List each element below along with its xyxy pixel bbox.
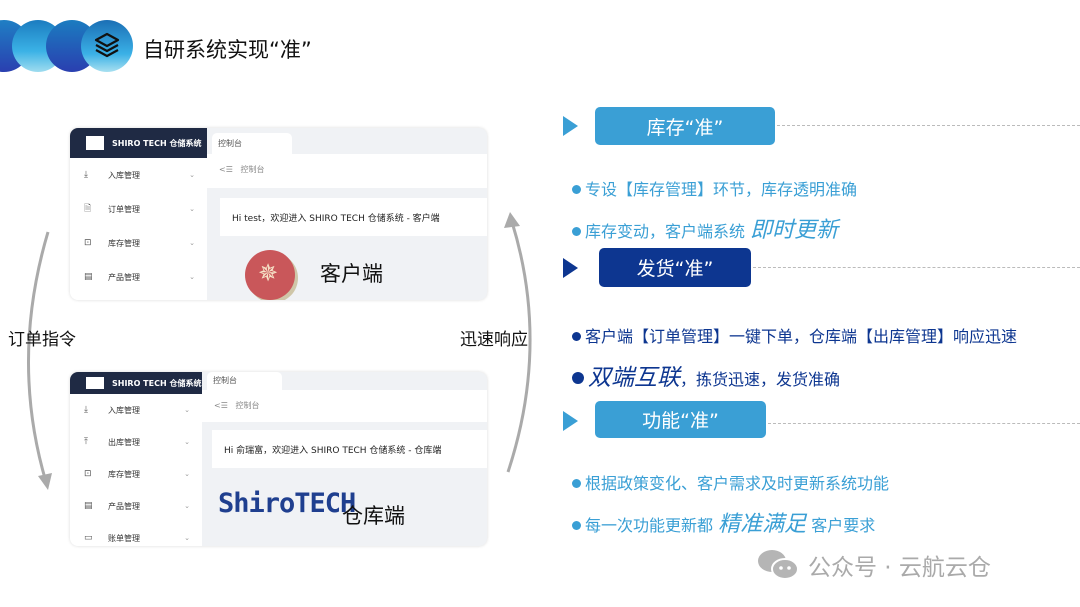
- collapse-menu-icon[interactable]: <☰: [214, 401, 228, 410]
- divider: [777, 125, 1080, 126]
- bullet-item: 根据政策变化、客户需求及时更新系统功能: [572, 470, 889, 494]
- menu-label: 库存管理: [108, 238, 140, 248]
- menu-label: 账单管理: [108, 533, 140, 543]
- menu-label: 产品管理: [108, 501, 140, 511]
- triangle-icon: [563, 258, 578, 278]
- welcome-message: Hi 俞瑞富，欢迎进入 SHIRO TECH 仓储系统 - 仓库端: [212, 430, 487, 468]
- menu-item[interactable]: ⤒ 出库管理 ⌄: [70, 426, 202, 458]
- brand-name: SHIRO TECH 仓储系统: [112, 138, 202, 148]
- box-icon: ⊡: [84, 238, 92, 248]
- breadcrumb: <☰ 控制台: [202, 390, 487, 422]
- wechat-icon: [758, 550, 799, 580]
- chevron-down-icon: ⌄: [189, 239, 195, 247]
- arrowhead-up-icon: [504, 212, 520, 228]
- upload-icon: ⤒: [84, 437, 88, 447]
- client-caption: 客户端: [320, 262, 383, 286]
- flow-label-left: 订单指令: [8, 330, 76, 350]
- tab-dashboard[interactable]: 控制台: [207, 372, 282, 390]
- download-icon: ⤓: [84, 170, 88, 180]
- flow-label-right: 迅速响应: [460, 330, 528, 350]
- document-icon: 🗎: [84, 204, 92, 214]
- menu-label: 出库管理: [108, 437, 140, 447]
- wallet-icon: ▭: [84, 533, 93, 543]
- brand-name: SHIRO TECH 仓储系统: [112, 378, 202, 388]
- flow-arrows: [27, 212, 532, 490]
- brand-logo: [86, 136, 104, 150]
- list-icon: ▤: [84, 272, 93, 282]
- chevron-down-icon: ⌄: [184, 534, 190, 542]
- bullet-item: 库存变动，客户端系统 即时更新: [572, 212, 838, 244]
- menu-label: 产品管理: [108, 272, 140, 282]
- menu-label: 库存管理: [108, 469, 140, 479]
- chevron-down-icon: ⌄: [189, 205, 195, 213]
- menu-label: 入库管理: [108, 405, 140, 415]
- divider: [753, 267, 1080, 268]
- sidebar: SHIRO TECH 仓储系统 ⤓ 入库管理 ⌄ ⤒ 出库管理 ⌄ ⊡ 库存管理 ⌄ ▤ 产品…: [70, 372, 202, 546]
- triangle-icon: [563, 411, 578, 431]
- divider: [768, 423, 1080, 424]
- tab-dashboard[interactable]: 控制台: [212, 133, 292, 154]
- client-logo-icon: ✵: [245, 250, 295, 300]
- bullet-item: 双端互联，拣货迅速，发货准确: [572, 358, 840, 392]
- chevron-down-icon: ⌄: [184, 502, 190, 510]
- breadcrumb-item: 控制台: [235, 401, 260, 410]
- warehouse-caption: 仓库端: [342, 504, 405, 528]
- sidebar: SHIRO TECH 仓储系统 ⤓ 入库管理 ⌄ 🗎 订单管理 ⌄ ⊡ 库存管理 ⌄ ▤ 产品…: [70, 128, 207, 300]
- menu-item[interactable]: ▤ 产品管理 ⌄: [70, 260, 207, 294]
- triangle-icon: [563, 116, 578, 136]
- page-title: 自研系统实现“准”: [143, 38, 312, 62]
- response-arrow: [506, 221, 532, 473]
- shirotech-logo: ShiroTECH: [218, 488, 356, 519]
- chevron-down-icon: ⌄: [184, 470, 190, 478]
- menu-label: 订单管理: [108, 204, 140, 214]
- bullet-item: 客户端【订单管理】一键下单，仓库端【出库管理】响应迅速: [572, 323, 1017, 347]
- section-header-shipping: 发货“准”: [599, 248, 751, 287]
- breadcrumb-item: 控制台: [240, 165, 265, 174]
- welcome-message: Hi test，欢迎进入 SHIRO TECH 仓储系统 - 客户端: [220, 198, 487, 236]
- bullet-item: 专设【库存管理】环节，库存透明准确: [572, 176, 857, 200]
- bullet-item: 每一次功能更新都 精准满足 客户要求: [572, 506, 875, 538]
- layers-icon: [81, 20, 133, 72]
- menu-item[interactable]: ▭ 账单管理 ⌄: [70, 522, 202, 546]
- section-header-features: 功能“准”: [595, 401, 766, 438]
- menu-item[interactable]: ⊡ 库存管理 ⌄: [70, 226, 207, 260]
- chevron-down-icon: ⌄: [184, 438, 190, 446]
- box-icon: ⊡: [84, 469, 92, 479]
- chevron-down-icon: ⌄: [189, 171, 195, 179]
- menu-item[interactable]: 🗎 订单管理 ⌄: [70, 192, 207, 226]
- brand-logo: [86, 377, 104, 389]
- watermark: 公众号 · 云航云仓: [756, 548, 991, 582]
- menu-item[interactable]: ⤓ 入库管理 ⌄: [70, 158, 207, 192]
- order-arrow: [27, 231, 50, 483]
- client-app-screenshot: SHIRO TECH 仓储系统 ⤓ 入库管理 ⌄ 🗎 订单管理 ⌄ ⊡ 库存管理 ⌄ ▤ 产品…: [70, 128, 487, 300]
- warehouse-app-screenshot: SHIRO TECH 仓储系统 ⤓ 入库管理 ⌄ ⤒ 出库管理 ⌄ ⊡ 库存管理 ⌄ ▤ 产品…: [70, 372, 487, 546]
- chevron-down-icon: ⌄: [184, 406, 190, 414]
- menu-item[interactable]: ⤓ 入库管理 ⌄: [70, 394, 202, 426]
- collapse-menu-icon[interactable]: <☰: [219, 165, 233, 174]
- menu-label: 入库管理: [108, 170, 140, 180]
- arrowhead-down-icon: [38, 473, 52, 490]
- list-icon: ▤: [84, 501, 93, 511]
- watermark-text: 公众号 · 云航云仓: [808, 555, 991, 581]
- menu-item[interactable]: ⊡ 库存管理 ⌄: [70, 458, 202, 490]
- download-icon: ⤓: [84, 405, 88, 415]
- menu-item[interactable]: ▤ 产品管理 ⌄: [70, 490, 202, 522]
- section-header-inventory: 库存“准”: [595, 107, 775, 145]
- chevron-down-icon: ⌄: [189, 273, 195, 281]
- breadcrumb: <☰ 控制台: [207, 154, 487, 188]
